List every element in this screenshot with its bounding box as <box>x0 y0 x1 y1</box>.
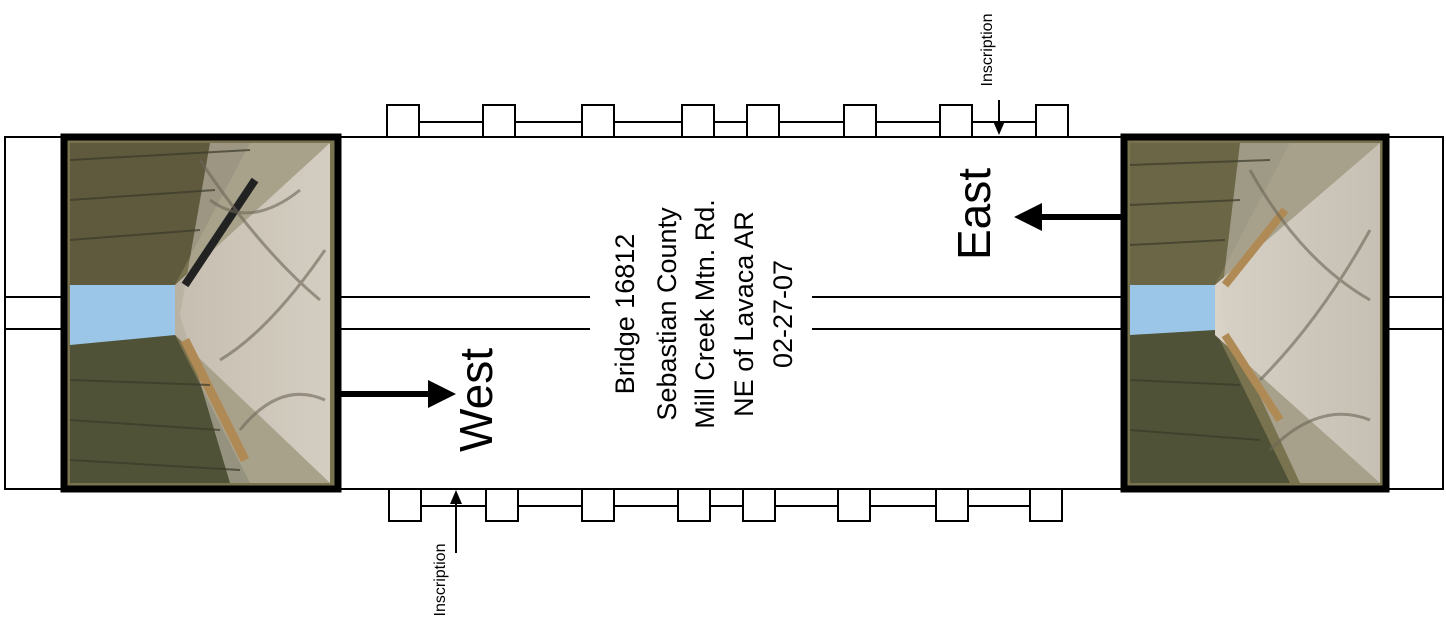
east-view-photo <box>1120 133 1390 493</box>
road-text: Mill Creek Mtn. Rd. <box>690 199 720 429</box>
east-label: East <box>948 168 1000 260</box>
county-text: Sebastian County <box>652 207 682 421</box>
west-arrow-icon <box>338 380 456 408</box>
bridge-number-text: Bridge 16812 <box>610 234 640 395</box>
bottom-railing <box>388 488 1063 522</box>
inscription-top-label: Inscription <box>979 14 996 87</box>
location-text: NE of Lavaca AR <box>729 211 759 417</box>
west-label: West <box>450 348 502 452</box>
inscription-bottom-arrow-icon <box>450 490 462 553</box>
top-railing <box>386 104 1069 138</box>
date-text: 02-27-07 <box>768 260 798 368</box>
east-arrow-icon <box>1014 203 1124 231</box>
west-view-photo <box>60 133 342 493</box>
inscription-bottom-label: Inscription <box>432 544 449 617</box>
inscription-top-arrow-icon <box>993 100 1005 135</box>
